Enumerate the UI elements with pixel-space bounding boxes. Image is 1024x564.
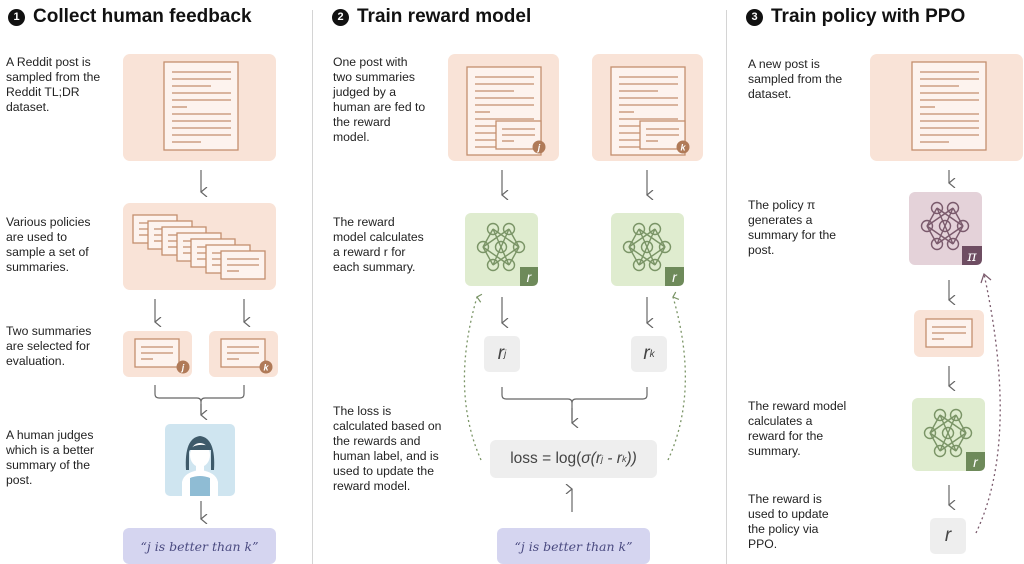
document-icon: [911, 61, 987, 151]
badge-k: [676, 140, 690, 154]
feedback-arrow-policy: [975, 273, 1001, 534]
reward-model-k-box: r: [611, 213, 684, 286]
human-judgment-label: “j is better than k”: [123, 528, 276, 564]
reward-model-j-box: r: [465, 213, 538, 286]
step-number-badge: 3: [746, 8, 763, 26]
step-description: One post with two summaries judged by a …: [333, 55, 426, 144]
summary-k-box: k: [209, 331, 278, 377]
policy-model-box: π: [909, 192, 982, 265]
reward-subscript: k: [649, 348, 655, 360]
generated-summary-box: [914, 310, 984, 357]
reward-subscript: j: [601, 454, 603, 464]
sampled-summaries-box: [123, 203, 276, 290]
reddit-post-box: [123, 54, 276, 161]
step-description: Various policies are used to sample a se…: [6, 215, 91, 274]
reward-badge-label: r: [973, 454, 979, 470]
minus-sign: -: [603, 450, 617, 467]
reward-output: r: [930, 518, 966, 554]
badge-k: [259, 360, 273, 374]
badge-j: [532, 140, 546, 154]
column-divider: [312, 10, 313, 564]
column-2-heading: 2 Train reward model: [332, 6, 531, 28]
merge-bracket: [501, 387, 648, 420]
reward-symbol: r: [595, 450, 601, 467]
new-post-box: [870, 54, 1023, 161]
reward-symbol: r: [643, 343, 650, 364]
document-icon: [163, 61, 239, 151]
step-number-badge: 2: [332, 8, 349, 26]
post-with-summary-j-box: j: [448, 54, 559, 161]
reward-subscript: k: [621, 454, 627, 464]
badge-j-label: j: [537, 143, 541, 153]
column-1-heading: 1 Collect human feedback: [8, 6, 252, 28]
reward-symbol: r: [616, 450, 622, 467]
badge-k-label: k: [680, 143, 686, 153]
step-description: The loss is calculated based on the rewa…: [333, 404, 442, 493]
column-3-title: Train policy with PPO: [771, 6, 966, 27]
reward-subscript: j: [504, 348, 507, 360]
column-3-heading: 3 Train policy with PPO: [746, 6, 965, 28]
column-2-title: Train reward model: [357, 6, 532, 27]
paren: (: [590, 450, 596, 467]
reward-symbol: r: [497, 343, 505, 364]
column-divider: [726, 10, 727, 564]
arrowhead-icon: [980, 272, 992, 284]
post-with-summary-k-box: k: [592, 54, 703, 161]
feedback-arrow-right: [667, 291, 686, 461]
step-description: The reward is used to update the policy …: [748, 492, 829, 551]
feedback-arrow-left: [463, 293, 483, 461]
step-description: A Reddit post is sampled from the Reddit…: [6, 55, 101, 114]
policy-badge-label: π: [966, 249, 977, 265]
step-description: The reward model calculates a reward for…: [748, 399, 847, 458]
badge-k-label: k: [263, 363, 269, 373]
step-description: Two summaries are selected for evaluatio…: [6, 324, 92, 368]
human-judge-box: [165, 424, 235, 496]
step-description: A human judges which is a better summary…: [6, 428, 95, 487]
reward-badge-label: r: [527, 269, 533, 285]
human-judgment-label: “j is better than k”: [497, 528, 650, 564]
badge-j: [176, 360, 190, 374]
reward-model-box: r: [912, 398, 985, 471]
step-number-badge: 1: [8, 8, 25, 26]
summary-j-box: j: [123, 331, 192, 377]
reward-badge-label: r: [672, 269, 678, 285]
merge-bracket: [154, 385, 245, 414]
badge-j-label: j: [181, 363, 185, 373]
paren: )): [626, 450, 637, 467]
sigma-symbol: σ: [581, 450, 591, 467]
human-icon: [182, 436, 218, 496]
step-description: The reward model calculates a reward r f…: [333, 215, 424, 274]
loss-prefix: loss = log(: [510, 450, 582, 467]
step-description: A new post is sampled from the dataset.: [748, 57, 843, 101]
step-description: The policy π generates a summary for the…: [748, 198, 837, 257]
column-1-title: Collect human feedback: [33, 6, 252, 27]
